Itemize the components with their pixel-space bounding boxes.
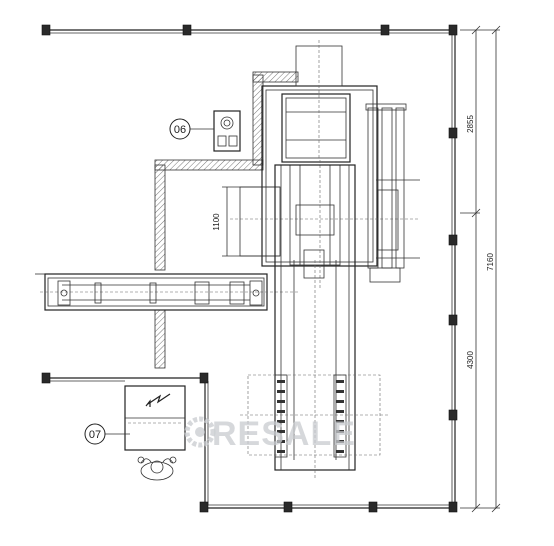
dimension-upper: 2855 [466, 115, 475, 133]
dimension-lower: 4300 [466, 351, 475, 369]
pallet-station [240, 374, 390, 458]
callout-07-label: 07 [89, 429, 101, 441]
electrical-cabinet-07 [104, 385, 186, 481]
dimension-pad: 1100 [212, 213, 221, 231]
control-panel-06 [189, 110, 241, 152]
dimension-total: 7160 [486, 253, 495, 271]
conveyor-unit [35, 273, 300, 311]
callout-07-circle [84, 423, 106, 445]
cable-duct [154, 71, 299, 369]
watermark-logo [184, 416, 216, 448]
safety-fence [41, 24, 458, 513]
watermark-text: RESALE [212, 415, 356, 453]
callout-06-circle [169, 118, 191, 140]
linear-track [274, 164, 356, 480]
callout-06-label: 06 [174, 124, 186, 136]
main-machine [230, 40, 420, 290]
